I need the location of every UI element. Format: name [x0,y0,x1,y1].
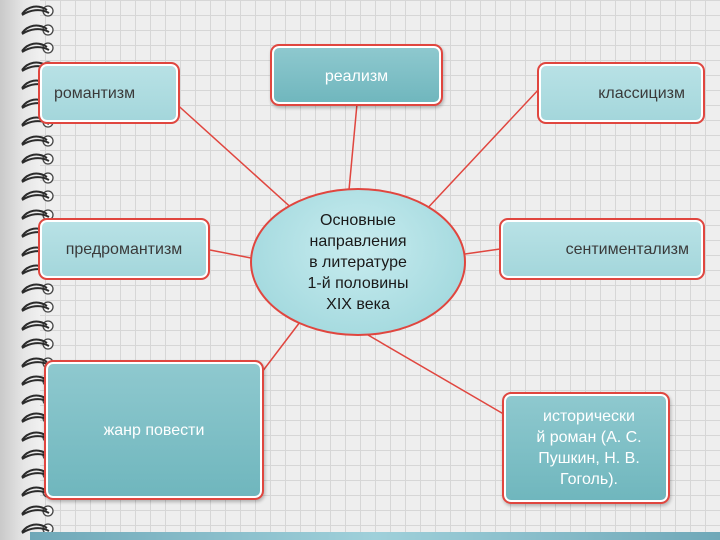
hub-line-2: направления [307,231,408,252]
node-historical-novel: исторически й роман (А. С. Пушкин, Н. В.… [502,392,670,504]
node-historical-novel-line-3: Пушкин, Н. В. [538,448,640,469]
node-preromanticism-label: предромантизм [66,239,183,260]
hub-line-1: Основные [307,210,408,231]
node-novella: жанр повести [44,360,264,500]
node-novella-label: жанр повести [104,420,205,441]
node-sentimentalism-label: сентиментализм [566,239,689,260]
node-romanticism: романтизм [38,62,180,124]
node-historical-novel-line-4: Гоголь). [560,469,618,490]
node-historical-novel-line-1: исторически [543,406,635,427]
node-romanticism-label: романтизм [54,83,135,104]
node-realism-label: реализм [325,66,388,87]
node-classicism-label: классицизм [598,83,685,104]
hub-line-5: XIX века [307,294,408,315]
center-hub: Основные направления в литературе 1-й по… [250,188,466,336]
connector-to-preromanticism [210,250,251,258]
node-classicism: классицизм [537,62,705,124]
connector-to-historical-novel [368,335,507,416]
hub-line-4: 1-й половины [307,273,408,294]
connector-to-novella [262,322,300,372]
hub-line-3: в литературе [307,252,408,273]
node-sentimentalism: сентиментализм [499,218,705,280]
connector-to-classicism [424,88,540,212]
connector-to-romanticism [172,100,296,212]
connector-to-sentimentalism [465,249,500,254]
node-preromanticism: предромантизм [38,218,210,280]
node-historical-novel-line-2: й роман (А. С. [536,427,641,448]
bottom-accent-bar [30,532,720,540]
connector-to-realism [349,104,357,190]
node-realism: реализм [270,44,443,106]
